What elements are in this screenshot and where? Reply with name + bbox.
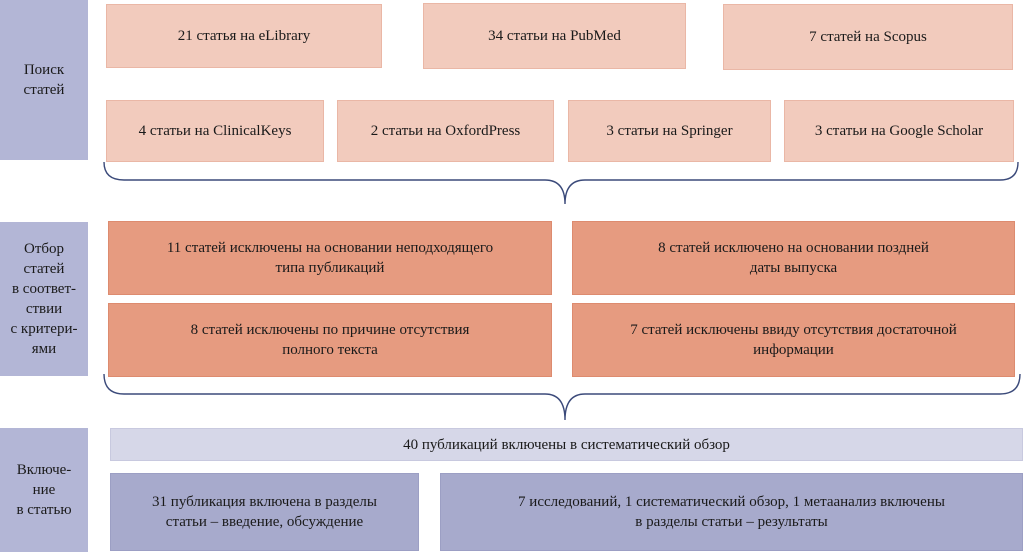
exclusion-no-full-text: 8 статей исключены по причине отсутствия… (108, 303, 552, 377)
exclusion-insufficient-info: 7 статей исключены ввиду отсутствия дост… (572, 303, 1015, 377)
search-result-springer: 3 статьи на Springer (568, 100, 771, 162)
search-result-clinicalkeys: 4 статьи на ClinicalKeys (106, 100, 324, 162)
stage-selection: Отбор статей в соответ- ствии с критери-… (0, 222, 88, 376)
search-result-google-scholar: 3 статьи на Google Scholar (784, 100, 1014, 162)
search-result-oxfordpress: 2 статьи на OxfordPress (337, 100, 554, 162)
exclusion-late-date: 8 статей исключено на основании поздней … (572, 221, 1015, 295)
included-results: 7 исследований, 1 систематический обзор,… (440, 473, 1023, 551)
search-result-pubmed: 34 статьи на PubMed (423, 3, 686, 69)
included-total: 40 публикаций включены в систематический… (110, 428, 1023, 461)
stage-search: Поиск статей (0, 0, 88, 160)
search-result-scopus: 7 статей на Scopus (723, 4, 1013, 70)
search-result-elibrary: 21 статья на eLibrary (106, 4, 382, 68)
stage-inclusion: Включе- ние в статью (0, 428, 88, 552)
included-intro-discussion: 31 публикация включена в разделы статьи … (110, 473, 419, 551)
exclusion-publication-type: 11 статей исключены на основании неподхо… (108, 221, 552, 295)
